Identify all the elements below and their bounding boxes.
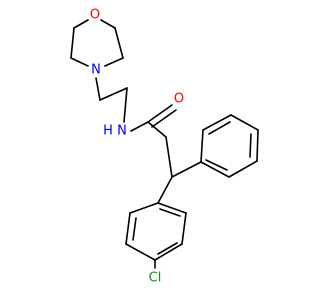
bond — [205, 159, 228, 171]
bond — [132, 217, 137, 241]
morpholine-oxygen-label: O — [90, 8, 100, 23]
bond — [123, 87, 128, 123]
ethyl-linker — [95, 77, 128, 123]
morpholine-nitrogen-label: N — [91, 63, 101, 78]
chemical-structure-diagram: O N H N O Cl — [70, 8, 259, 286]
bond — [151, 109, 177, 128]
chlorine-label: Cl — [149, 271, 162, 286]
bond — [130, 121, 149, 132]
bond — [157, 176, 173, 204]
bond — [230, 114, 259, 131]
bond — [104, 57, 124, 67]
bond — [157, 242, 178, 255]
bond — [171, 161, 202, 178]
bond — [147, 121, 167, 138]
bond — [202, 114, 232, 131]
bond — [99, 87, 128, 101]
bond — [147, 104, 173, 123]
bond — [114, 27, 124, 59]
bond — [208, 121, 231, 135]
bond — [100, 19, 116, 29]
bond — [154, 243, 183, 261]
bond — [129, 202, 159, 214]
bond — [73, 19, 89, 29]
amide-nitrogen-label: N — [117, 124, 127, 139]
bond — [157, 202, 187, 214]
bond — [95, 77, 101, 101]
amide-hydrogen-label: H — [103, 124, 113, 139]
phenyl-ring — [171, 114, 259, 178]
chlorophenyl-ring — [125, 176, 187, 269]
bond — [70, 57, 89, 67]
bond — [200, 161, 230, 178]
bond — [256, 129, 259, 162]
bond — [159, 208, 181, 217]
bond — [181, 212, 187, 245]
bond — [200, 129, 204, 163]
bond — [125, 212, 131, 245]
bond — [70, 27, 75, 59]
carbonyl-oxygen-label: O — [174, 92, 184, 107]
bond — [249, 133, 252, 158]
morpholine-ring — [70, 19, 124, 67]
bond — [125, 243, 156, 261]
propanoyl-chain — [165, 136, 173, 178]
bond — [165, 136, 173, 178]
bond — [228, 160, 258, 178]
amide-group — [130, 104, 177, 138]
